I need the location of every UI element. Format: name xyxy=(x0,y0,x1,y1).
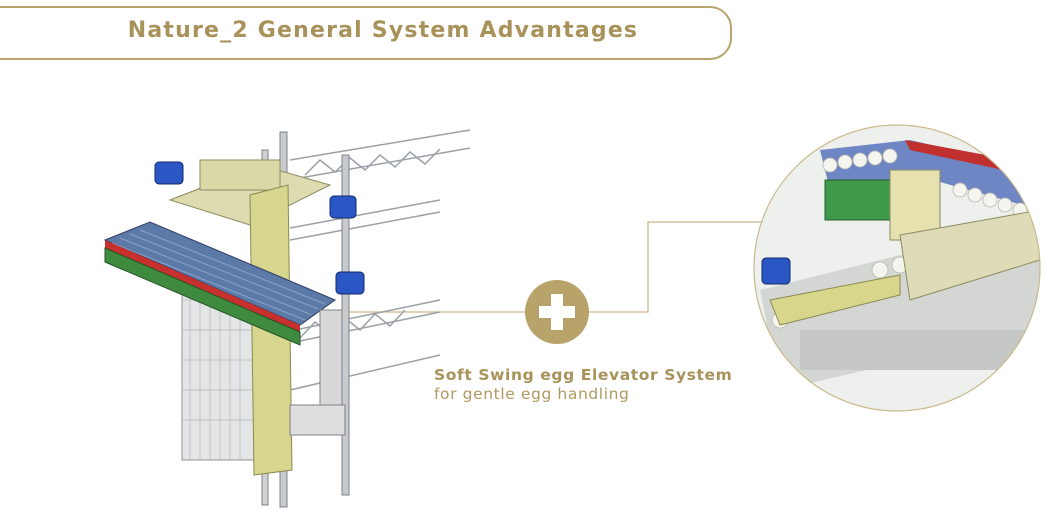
zoom-detail-image xyxy=(754,125,1040,411)
feature-caption: Soft Swing egg Elevator System for gentl… xyxy=(434,366,734,404)
egg-elevator-illustration xyxy=(103,129,471,508)
caption-bold: Soft Swing egg Elevator System xyxy=(434,366,733,384)
title-banner xyxy=(0,6,732,60)
plus-icon xyxy=(525,280,589,344)
zoom-circle-border xyxy=(753,124,1041,412)
connector-lines xyxy=(330,221,765,313)
caption-rest: for gentle egg handling xyxy=(434,385,630,403)
page-title: Nature_2 General System Advantages xyxy=(127,18,639,43)
